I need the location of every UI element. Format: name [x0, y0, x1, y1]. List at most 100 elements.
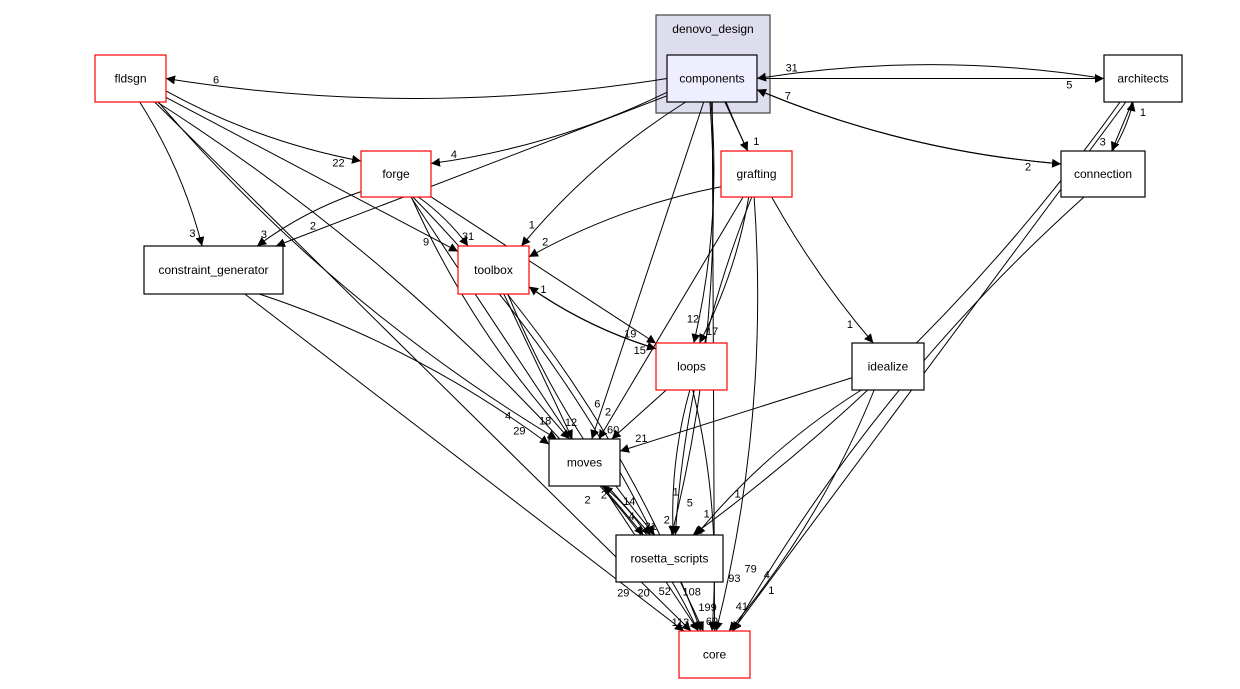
edge-count-label: 1 — [734, 489, 740, 501]
edge-forge-to-rosetta_scripts[interactable] — [412, 196, 654, 536]
edge-components-to-fldsgn[interactable] — [165, 75, 668, 100]
nodes: components architects fldsgn forge grafting c… — [94, 54, 1183, 679]
node-label: toolbox — [474, 263, 513, 277]
edge-line — [732, 196, 1085, 632]
edge-line — [165, 90, 362, 164]
edge-line — [521, 101, 686, 247]
edge-count-label: 41 — [736, 601, 748, 613]
edge-loops-to-core[interactable] — [692, 389, 718, 632]
node-grafting[interactable]: grafting — [720, 150, 793, 198]
edge-count-label: 69 — [706, 616, 718, 628]
node-label: fldsgn — [114, 72, 146, 86]
edge-forge-to-constraint_generator[interactable] — [256, 191, 362, 247]
node-label: core — [703, 648, 727, 662]
node-box — [1103, 54, 1183, 103]
edge-count-label: 9 — [423, 236, 429, 248]
edge-count-label: 31 — [645, 521, 657, 533]
edge-idealize-to-rosetta_scripts[interactable] — [695, 389, 862, 536]
edge-connection-to-architects[interactable] — [1112, 101, 1136, 152]
edge-count-label: 1 — [673, 487, 679, 499]
edge-rosetta_scripts-to-core[interactable] — [680, 581, 704, 632]
node-box — [143, 245, 284, 295]
edge-connection-to-components[interactable] — [756, 88, 1062, 165]
edge-count-label: 1 — [1140, 107, 1146, 119]
edge-forge-to-loops[interactable] — [430, 196, 657, 344]
edge-fldsgn-to-core[interactable] — [154, 101, 692, 632]
node-forge[interactable]: forge — [360, 150, 432, 198]
edge-line — [756, 64, 1105, 82]
edge-fldsgn-to-moves[interactable] — [157, 101, 557, 440]
edge-toolbox-to-moves[interactable] — [503, 293, 573, 440]
edge-idealize-to-core[interactable] — [728, 389, 875, 632]
edge-components-to-idealize[interactable] — [725, 101, 874, 344]
edge-count-label: 60 — [607, 425, 619, 437]
edge-count-label: 108 — [682, 587, 700, 599]
edge-components-to-toolbox[interactable] — [521, 101, 686, 247]
node-box — [666, 54, 758, 103]
edge-line — [528, 286, 657, 351]
edge-toolbox-to-rosetta_scripts[interactable] — [507, 293, 656, 536]
node-box — [720, 150, 793, 198]
node-idealize[interactable]: idealize — [851, 342, 925, 391]
edge-count-label: 29 — [513, 425, 525, 437]
edge-components-to-moves[interactable] — [590, 101, 705, 440]
node-toolbox[interactable]: toolbox — [457, 245, 530, 295]
node-rosetta-scripts[interactable]: rosetta_scripts — [615, 534, 724, 583]
edge-components-to-connection[interactable] — [756, 89, 1062, 168]
node-loops[interactable]: loops — [655, 342, 728, 391]
node-core[interactable]: core — [678, 630, 751, 679]
edge-line — [507, 293, 656, 536]
edge-count-label: 4 — [764, 570, 770, 582]
node-label: architects — [1117, 72, 1168, 86]
edge-forge-to-toolbox[interactable] — [418, 196, 469, 247]
edge-components-to-loops[interactable] — [691, 101, 715, 344]
edge-count-label: 1 — [847, 319, 853, 331]
edge-count-label: 31 — [462, 231, 474, 243]
edge-components-to-forge[interactable] — [430, 91, 668, 167]
edge-count-label: 31 — [786, 63, 798, 75]
edge-count-label: 5 — [1066, 80, 1072, 92]
node-box — [678, 630, 751, 679]
edge-constraint_generator-to-moves[interactable] — [259, 293, 550, 445]
edge-count-label: 1 — [753, 136, 759, 148]
edge-loops-to-toolbox[interactable] — [528, 286, 657, 349]
edge-loops-to-moves[interactable] — [611, 389, 667, 440]
edge-grafting-to-toolbox[interactable] — [528, 186, 722, 258]
edge-architects-to-components[interactable] — [756, 64, 1105, 82]
edge-constraint_generator-to-core[interactable] — [244, 293, 685, 632]
edge-line — [165, 75, 668, 100]
edge-line — [412, 196, 654, 536]
edge-count-label: 20 — [637, 588, 649, 600]
edge-grafting-to-core[interactable] — [713, 196, 759, 632]
edge-line — [619, 377, 853, 453]
edge-loops-to-rosetta_scripts[interactable] — [668, 389, 691, 536]
edge-line — [256, 191, 362, 247]
edge-idealize-to-moves[interactable] — [619, 377, 853, 453]
node-constraint-generator[interactable]: constraint_generator — [143, 245, 284, 295]
node-fldsgn[interactable]: fldsgn — [94, 54, 167, 103]
edge-connection-to-core[interactable] — [732, 196, 1085, 632]
edge-components-to-constraint_generator[interactable] — [275, 95, 668, 247]
node-moves[interactable]: moves — [548, 438, 621, 487]
node-connection[interactable]: connection — [1060, 150, 1146, 198]
node-label: forge — [382, 167, 410, 181]
edge-count-label: 1 — [768, 585, 774, 597]
node-components[interactable]: components — [666, 54, 758, 103]
edge-count-label: 79 — [745, 563, 757, 575]
edge-fldsgn-to-forge[interactable] — [165, 90, 362, 164]
edge-count-label: 1 — [540, 284, 546, 296]
node-architects[interactable]: architects — [1103, 54, 1183, 103]
edge-count-label: 3 — [261, 229, 267, 241]
edge-grafting-to-moves[interactable] — [598, 196, 744, 440]
edge-toolbox-to-loops[interactable] — [528, 286, 657, 351]
node-label: grafting — [736, 167, 776, 181]
edge-fldsgn-to-constraint_generator[interactable] — [139, 101, 205, 247]
edge-count-label: 21 — [635, 433, 647, 445]
edge-count-label: 4 — [628, 511, 634, 523]
edge-count-label: 12 — [565, 417, 577, 429]
edge-rosetta_scripts-to-moves[interactable] — [603, 485, 648, 536]
edge-fldsgn-to-toolbox[interactable] — [165, 96, 459, 252]
edge-forge-to-moves[interactable] — [410, 196, 570, 440]
